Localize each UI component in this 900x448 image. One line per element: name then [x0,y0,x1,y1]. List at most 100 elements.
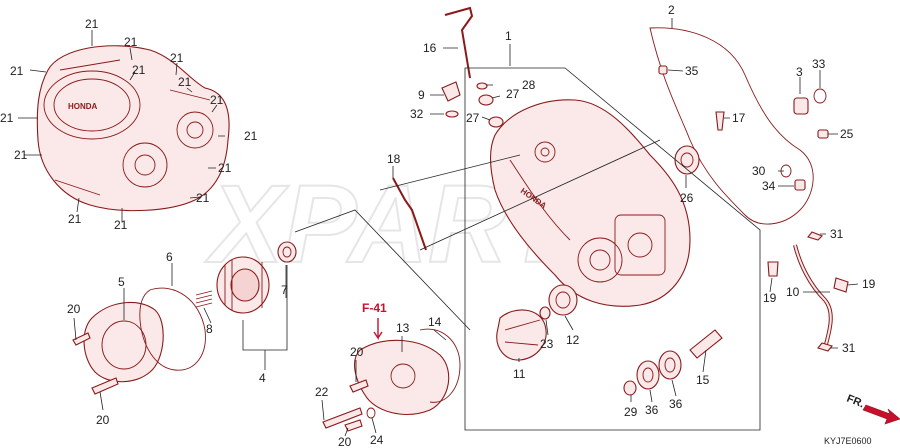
section-reference-link[interactable]: F-41 [362,301,387,341]
front-arrow-icon [862,404,900,425]
dowel-pin-25[interactable] [817,129,829,139]
callout-15: 15 [696,373,710,387]
callout-14: 14 [428,315,442,329]
dowel-pin-35[interactable] [658,65,668,75]
callout-27a: 27 [506,87,520,101]
callout-28: 28 [522,78,536,92]
washer-28[interactable] [476,82,488,90]
water-pump-impeller[interactable] [496,309,547,361]
kick-shaft[interactable] [689,329,723,359]
washer-24[interactable] [366,407,376,419]
pump-washer[interactable] [539,306,551,320]
callout-35: 35 [685,64,699,78]
callout-21-12: 21 [10,64,24,78]
bolt-20-cover-upper[interactable] [72,332,91,346]
bolt-17[interactable] [715,111,725,131]
callout-21-4: 21 [210,93,224,107]
callout-21-3: 21 [170,51,184,65]
oil-filler-cap[interactable] [441,81,461,102]
assembly-guides [294,139,661,331]
callout-17: 17 [732,111,746,125]
callout-26: 26 [680,191,694,205]
callout-labels: 1 2 3 33 35 25 17 16 28 27 27 9 32 18 26… [0,3,876,448]
oil-filter-cover[interactable] [83,301,164,383]
callout-29: 29 [624,405,638,419]
oil-seal[interactable] [548,284,578,316]
callout-7: 7 [281,283,288,297]
bolt-20-pump-upper[interactable] [349,379,369,393]
callout-12: 12 [566,333,580,347]
callout-6: 6 [166,250,173,264]
dowel-pin-34[interactable] [794,179,806,191]
diagram-code: KYJ7E0600 [824,436,872,446]
hose-clamp-stay[interactable] [392,177,427,251]
callout-21-2: 21 [124,35,138,49]
callout-30: 30 [752,164,766,178]
front-direction-indicator: FR. [845,393,900,425]
cover-gasket[interactable] [649,27,814,225]
callout-21-13: 21 [132,63,146,77]
filter-cover-gasket[interactable] [139,287,206,371]
callout-11: 11 [513,367,526,381]
clamp-31-upper[interactable] [807,231,823,241]
filter-spring[interactable] [195,290,213,308]
callout-4: 4 [259,371,266,385]
callout-5: 5 [118,275,125,289]
bolt-19-upper[interactable] [833,277,849,293]
callout-23: 23 [540,337,554,351]
filler-cap-o-ring[interactable] [445,110,459,118]
callout-20-filter-a: 20 [67,302,81,316]
callout-3: 3 [796,65,803,79]
callout-24: 24 [370,433,384,447]
callout-36b: 36 [669,397,683,411]
oil-filter[interactable] [216,256,270,314]
front-label: FR. [845,393,866,411]
callout-21-6: 21 [218,161,232,175]
bolt-19-lower[interactable] [767,261,779,277]
callout-36a: 36 [645,403,659,417]
bearing[interactable] [674,145,700,175]
filter-o-ring[interactable] [277,241,297,263]
callout-21-1: 21 [85,17,99,31]
right-crankcase-cover[interactable]: HONDA [489,99,691,307]
callout-leaders [18,18,859,437]
callout-20-filter-b: 20 [96,413,110,427]
callout-32: 32 [410,107,424,121]
callout-20-pump-a: 20 [350,345,364,359]
callout-21-9: 21 [68,212,82,226]
callout-34: 34 [762,179,776,193]
callout-10: 10 [786,285,800,299]
oil-pipe[interactable] [793,244,833,349]
collar[interactable] [793,97,809,115]
bolt-20-cover-lower[interactable] [91,377,119,395]
outer-clutch-cover[interactable]: HONDA [36,45,230,212]
callout-19b: 19 [763,291,777,305]
callout-18: 18 [387,152,401,166]
bolt-20-pump-lower[interactable] [344,419,363,432]
clamp-31-lower[interactable] [817,342,833,352]
section-ref-arrow-icon [373,318,383,341]
callout-33: 33 [812,57,826,71]
callout-16: 16 [423,41,437,55]
callout-21-8: 21 [114,218,128,232]
seal-27-lower[interactable] [488,116,504,128]
callout-22: 22 [315,385,329,399]
bolt-22[interactable] [322,407,363,429]
o-ring-33[interactable] [813,88,827,104]
shaft-bearing-pair[interactable] [636,350,682,390]
cover-logo: HONDA [68,102,98,111]
callout-19a: 19 [862,277,876,291]
cable-stay[interactable] [444,6,474,79]
section-ref-label: F-41 [362,301,387,315]
seal-27-upper[interactable] [478,94,494,106]
callout-25: 25 [840,127,854,141]
water-pump-gasket[interactable] [419,328,461,403]
callout-21-11: 21 [0,111,14,125]
callout-21-10: 21 [14,148,28,162]
callout-20-pump-b: 20 [338,435,352,448]
thrust-washer[interactable] [623,380,637,396]
callout-1: 1 [505,29,512,43]
callout-21-14: 21 [178,75,192,89]
